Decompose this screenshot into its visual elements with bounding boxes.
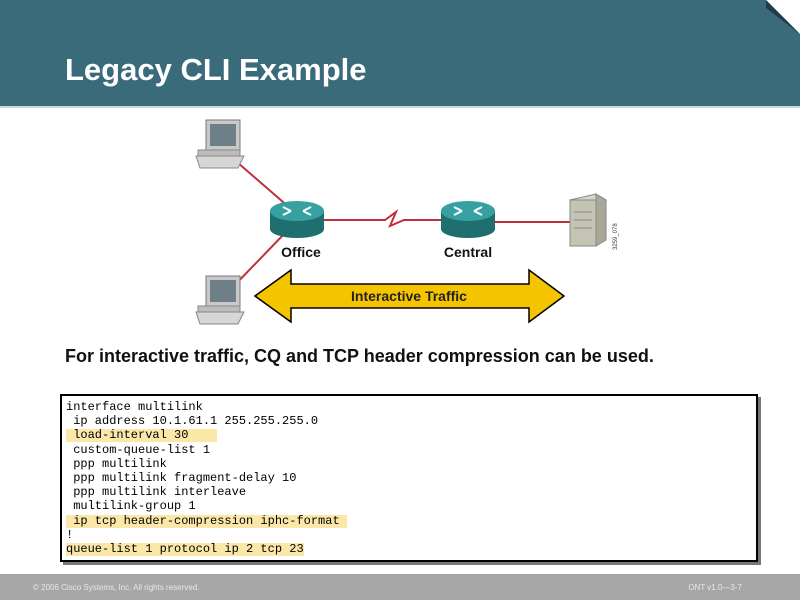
network-diagram: Office Central 3259_078 Interactive Traf…	[195, 119, 619, 325]
code-line: ppp multilink fragment-delay 10	[66, 471, 297, 485]
arrow-label: Interactive Traffic	[351, 288, 467, 304]
code-line: !	[66, 528, 74, 542]
central-router-icon	[441, 201, 495, 238]
pc-icon-bottom	[195, 275, 245, 325]
code-line: custom-queue-list 1	[66, 443, 211, 457]
central-label: Central	[444, 244, 492, 260]
pc-icon-top	[195, 119, 245, 169]
figure-id: 3259_078	[613, 223, 619, 250]
code-line: multilink-group 1	[66, 499, 196, 513]
office-label: Office	[281, 244, 321, 260]
course-id-text: ONT v1.0—3-7	[688, 583, 742, 592]
slide-footer: © 2006 Cisco Systems, Inc. All rights re…	[0, 574, 800, 600]
copyright-text: © 2006 Cisco Systems, Inc. All rights re…	[33, 583, 200, 592]
slide-title: Legacy CLI Example	[65, 52, 367, 87]
code-line-highlighted: load-interval 30	[66, 428, 218, 442]
code-line: ppp multilink interleave	[66, 485, 247, 499]
header-divider	[0, 106, 800, 108]
cli-config-box: interface multilink ip address 10.1.61.1…	[60, 394, 758, 562]
interactive-traffic-arrow	[253, 268, 566, 324]
server-icon	[568, 193, 608, 247]
code-line: interface multilink	[66, 400, 203, 414]
corner-fold-icon	[766, 0, 800, 34]
office-router-icon	[270, 201, 324, 238]
wan-link	[322, 209, 442, 228]
code-line: ppp multilink	[66, 457, 167, 471]
code-line: ip address 10.1.61.1 255.255.255.0	[66, 414, 319, 428]
slide-caption: For interactive traffic, CQ and TCP head…	[65, 346, 654, 366]
slide-header: Legacy CLI Example	[0, 0, 800, 106]
code-line-highlighted: ip tcp header-compression iphc-format	[66, 514, 347, 528]
code-line-highlighted: queue-list 1 protocol ip 2 tcp 23	[66, 542, 304, 556]
